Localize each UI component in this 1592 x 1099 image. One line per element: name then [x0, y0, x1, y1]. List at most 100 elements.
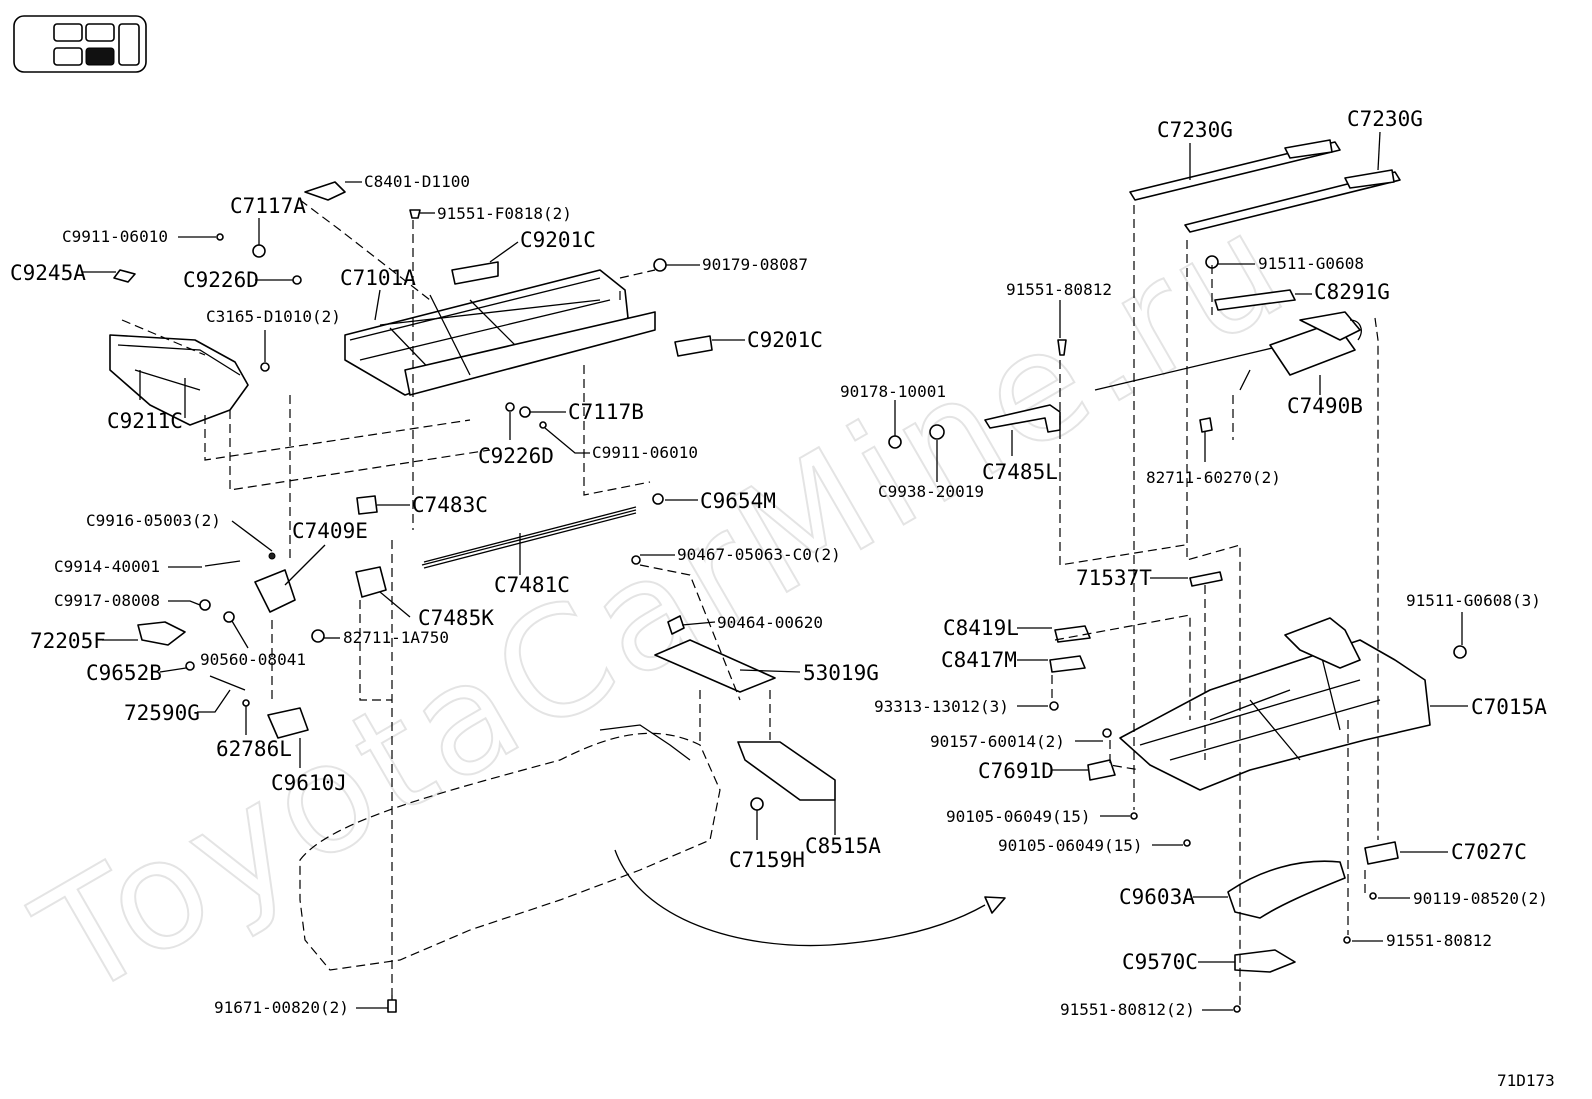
- cushion-c7159h: [750, 797, 764, 811]
- bracket-c7691d: [1087, 759, 1116, 781]
- c9201c-trim-1: [451, 261, 499, 285]
- seat-locator-icon: [13, 15, 147, 73]
- screw-93313: [1049, 701, 1059, 711]
- left-callouts: C8401-D1100 C7117A C9911-06010 91551-F08…: [10, 172, 881, 1017]
- callout-91671: 91671-00820(2): [214, 998, 349, 1017]
- bolt-90105-a: [1130, 812, 1138, 820]
- washer-90560: [223, 611, 235, 623]
- washer-c9938: [929, 424, 945, 440]
- clip-82711-60270: [1199, 417, 1213, 433]
- callout-c7101a: C7101A: [340, 266, 416, 290]
- nut-c7117b: [519, 406, 531, 418]
- screw-c3165: [260, 362, 270, 372]
- callout-c9911-b: C9911-06010: [592, 443, 698, 462]
- pin-c9911: [216, 233, 224, 241]
- cover-53019g: [654, 639, 776, 693]
- callout-c9914: C9914-40001: [54, 557, 160, 576]
- callout-c9610j: C9610J: [271, 771, 347, 795]
- callout-90560: 90560-08041: [200, 650, 306, 669]
- callout-c9245a: C9245A: [10, 261, 86, 285]
- callout-c7015a: C7015A: [1471, 695, 1547, 719]
- callout-c7409e: C7409E: [292, 519, 368, 543]
- c9245a-clip: [113, 269, 136, 283]
- rail-c7230g-1: [1129, 141, 1341, 201]
- callout-c9916: C9916-05003(2): [86, 511, 221, 530]
- callout-c9917: C9917-08008: [54, 591, 160, 610]
- nut-c7117a: [252, 244, 266, 258]
- plug-c9652b: [185, 661, 195, 671]
- callout-82711-60270: 82711-60270(2): [1146, 468, 1281, 487]
- clip-90464: [667, 615, 685, 635]
- callout-c9570c: C9570C: [1122, 950, 1198, 974]
- callout-90464: 90464-00620: [717, 613, 823, 632]
- connector-c8417m: [1049, 655, 1086, 673]
- bushing-c7483c: [356, 495, 378, 515]
- pin-c9911-2: [539, 421, 547, 429]
- right-guide-lines: [1051, 205, 1379, 1005]
- clip-82711-1a750: [311, 629, 325, 643]
- cover-c9603a: [1227, 860, 1346, 919]
- seat-side-cover: [109, 334, 249, 426]
- callout-c9652b: C9652B: [86, 661, 162, 685]
- callout-c7490b: C7490B: [1287, 394, 1363, 418]
- callout-93313: 93313-13012(3): [874, 697, 1009, 716]
- bolt-90105-b: [1183, 839, 1191, 847]
- callout-c8401: C8401-D1100: [364, 172, 470, 191]
- callout-c9201c-2: C9201C: [747, 328, 823, 352]
- bracket-c9570c: [1234, 949, 1296, 973]
- seat-frame-c7015a: [1119, 617, 1431, 791]
- callout-c7117b: C7117B: [568, 400, 644, 424]
- bolt-91551-80812: [1057, 339, 1067, 356]
- floor-harness-outline: [299, 732, 721, 971]
- callout-53019g: 53019G: [803, 661, 879, 685]
- callout-c7117a: C7117A: [230, 194, 306, 218]
- nut-90179: [653, 258, 667, 272]
- callout-c7483c: C7483C: [412, 493, 488, 517]
- callout-c7230g-2: C7230G: [1347, 107, 1423, 131]
- screw-shaft-c7490b: [1094, 344, 1286, 391]
- bracket-c7409e: [254, 569, 296, 613]
- pin-c9914: [204, 560, 241, 567]
- bolt-91511-3: [1453, 645, 1467, 659]
- seat-track-frame-left: [344, 269, 656, 396]
- callout-72205f: 72205F: [30, 629, 106, 653]
- sensor-72205f: [137, 621, 186, 646]
- callout-91551-80812-a: 91551-80812: [1006, 280, 1112, 299]
- callout-90105-a: 90105-06049(15): [946, 807, 1091, 826]
- callout-c9938: C9938-20019: [878, 482, 984, 501]
- callout-90157: 90157-60014(2): [930, 732, 1065, 751]
- callout-90179: 90179-08087: [702, 255, 808, 274]
- callout-c7027c: C7027C: [1451, 840, 1527, 864]
- direction-arrow: [614, 849, 986, 947]
- callout-c7230g-1: C7230G: [1157, 118, 1233, 142]
- callout-91551-80812-c: 91551-80812: [1386, 931, 1492, 950]
- clip-62786l: [242, 699, 250, 707]
- callout-c7485k: C7485K: [418, 606, 494, 630]
- callout-91551-80812-d: 91551-80812(2): [1060, 1000, 1195, 1019]
- callout-c3165: C3165-D1010(2): [206, 307, 341, 326]
- callout-c8419l: C8419L: [943, 616, 1019, 640]
- callout-71537t: 71537T: [1076, 566, 1152, 590]
- rod-72590g: [209, 675, 246, 691]
- c9201c-trim-2: [674, 335, 713, 357]
- callout-c7159h: C7159H: [729, 848, 805, 872]
- callout-c8515a: C8515A: [805, 834, 881, 858]
- callout-90105-b: 90105-06049(15): [998, 836, 1143, 855]
- nut-c9917: [199, 599, 211, 611]
- rail-c7230g-2: [1184, 171, 1401, 233]
- screw-c9916: [268, 552, 276, 560]
- callout-c9201c-1: C9201C: [520, 228, 596, 252]
- callout-c8291g: C8291G: [1314, 280, 1390, 304]
- callout-91511-g0608: 91511-G0608: [1258, 254, 1364, 273]
- diagram-code: 71D173: [1497, 1071, 1555, 1090]
- bolt-91551-80812-c: [1343, 936, 1351, 944]
- callout-c9226d-1: C9226D: [183, 268, 259, 292]
- callout-c9226d-2: C9226D: [478, 444, 554, 468]
- callout-82711-1a750: 82711-1A750: [343, 628, 449, 647]
- bracket-c7027c: [1364, 841, 1399, 865]
- screw-90157: [1102, 728, 1112, 738]
- left-guide-lines: [121, 199, 771, 995]
- callout-90467: 90467-05063-C0(2): [677, 545, 841, 564]
